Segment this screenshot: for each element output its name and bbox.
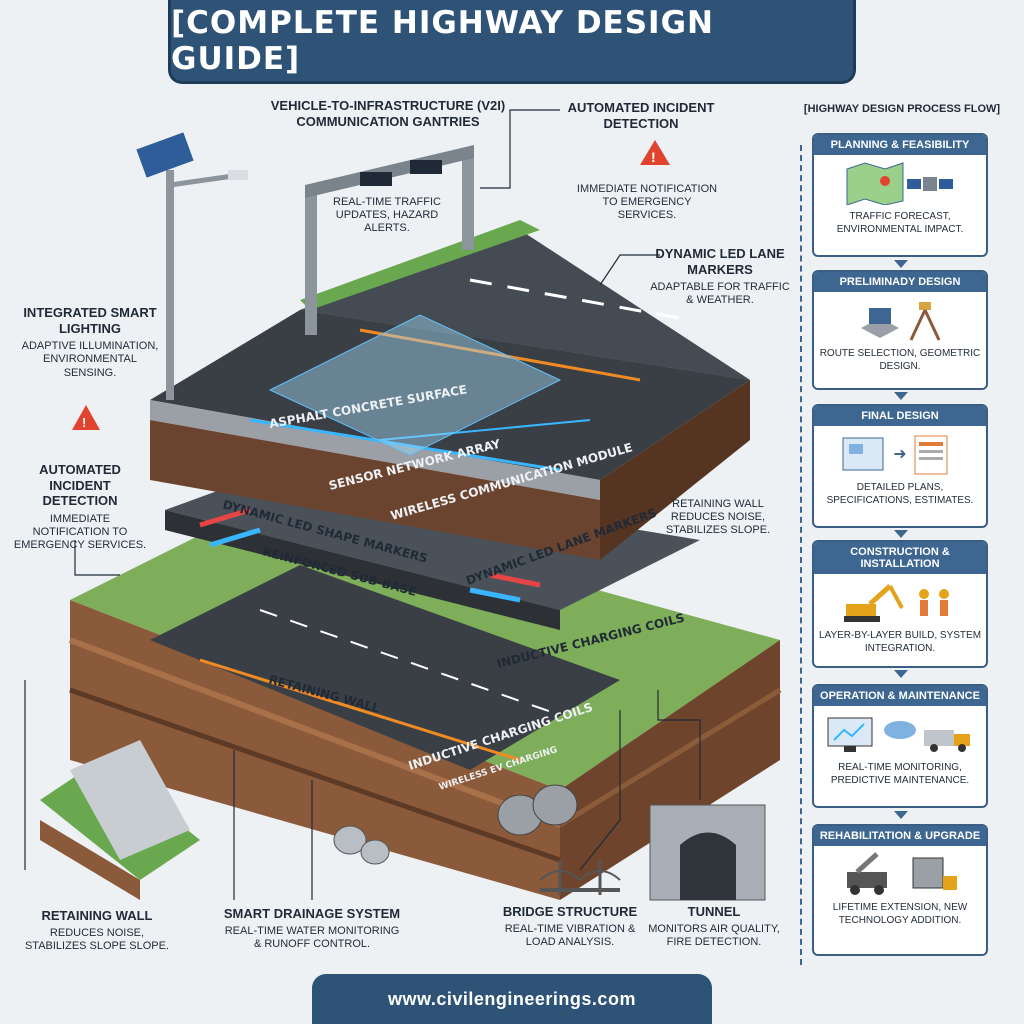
callout-bridge: BRIDGE STRUCTURE REAL-TIME VIBRATION & L… — [502, 904, 638, 948]
footer-website: www.civilengineerings.com — [388, 988, 636, 1009]
callout-drainage: SMART DRAINAGE SYSTEM REAL-TIME WATER MO… — [223, 906, 401, 950]
flow-arrow — [894, 260, 908, 268]
workers-icon — [919, 589, 949, 616]
lower-road — [150, 565, 620, 770]
flow-step-planning: PLANNING & FEASIBILITY TRAFFIC FORECAST,… — [812, 133, 988, 257]
callout-incident-top: AUTOMATED INCIDENT DETECTION — [567, 100, 715, 131]
incident-icon-left: ! — [72, 405, 100, 430]
title-banner: [COMPLETE HIGHWAY DESIGN GUIDE] — [168, 0, 856, 84]
blueprint-icon — [842, 437, 884, 471]
smart-light-pole — [136, 132, 248, 400]
leader-lines — [24, 109, 701, 900]
paving-machine-icon — [847, 852, 887, 895]
page-title: [COMPLETE HIGHWAY DESIGN GUIDE] — [171, 4, 714, 77]
flow-arrow — [894, 392, 908, 400]
flow-step-rehabilitation: REHABILITATION & UPGRADE LIFETIME EXTENS… — [812, 824, 988, 956]
callout-lighting: INTEGRATED SMART LIGHTING ADAPTIVE ILLUM… — [21, 305, 159, 379]
new-tech-module-icon — [912, 857, 957, 890]
flow-arrow — [894, 670, 908, 678]
callout-incident-top-desc: IMMEDIATE NOTIFICATION TO EMERGENCY SERV… — [576, 183, 718, 222]
cloud-icon — [884, 721, 916, 739]
satellite-icon — [907, 177, 953, 191]
process-flow-connector — [800, 145, 802, 965]
flow-arrow — [894, 530, 908, 538]
tunnel-graphic — [649, 804, 766, 901]
design-model-icon — [861, 308, 899, 338]
svg-text:!: ! — [82, 415, 86, 430]
drainage-pipes — [333, 784, 578, 865]
document-icon — [914, 435, 948, 475]
flow-arrow — [894, 811, 908, 819]
flow-step-operation: OPERATION & MAINTENANCE REAL-TIME MONITO… — [812, 684, 988, 808]
excavator-icon — [844, 584, 904, 622]
flow-step-final-design: FINAL DESIGN ➜ DETAILED PLANS, SPECIFICA… — [812, 404, 988, 528]
callout-incident-left: AUTOMATED INCIDENT DETECTION IMMEDIATE N… — [13, 462, 147, 552]
main-road-slab — [150, 220, 750, 560]
process-flow-title: [HIGHWAY DESIGN PROCESS FLOW] — [803, 103, 1001, 115]
map-icon — [846, 162, 904, 205]
callout-retaining-bottom: RETAINING WALL REDUCES NOISE, STABILIZES… — [24, 908, 170, 952]
retaining-wall-graphic — [40, 740, 200, 900]
callout-v2i-desc: REAL-TIME TRAFFIC UPDATES, HAZARD ALERTS… — [333, 196, 441, 235]
callout-v2i: VEHICLE-TO-INFRASTRUCTURE (V2I) COMMUNIC… — [270, 98, 506, 129]
flow-step-preliminary: PRELIMINADY DESIGN ROUTE SELECTION, GEOM… — [812, 270, 988, 390]
svg-text:!: ! — [651, 149, 656, 165]
incident-icon-top: ! — [640, 140, 670, 165]
v2i-gantry — [305, 145, 474, 335]
bridge-graphic — [539, 860, 621, 895]
footer-banner: www.civilengineerings.com — [312, 974, 712, 1024]
survey-tripod-icon — [909, 302, 941, 341]
callout-lane-markers: DYNAMIC LED LANE MARKERS ADAPTABLE FOR T… — [650, 246, 790, 307]
maintenance-truck-icon — [924, 730, 970, 752]
monitor-icon — [827, 717, 873, 752]
callout-tunnel: TUNNEL MONITORS AIR QUALITY, FIRE DETECT… — [648, 904, 780, 948]
flow-step-construction: CONSTRUCTION & INSTALLATION LAYER-BY-LAY… — [812, 540, 988, 668]
arrow-right-icon: ➜ — [893, 446, 907, 463]
callout-retaining-right: RETAINING WALL REDUCES NOISE, STABILIZES… — [665, 498, 771, 537]
